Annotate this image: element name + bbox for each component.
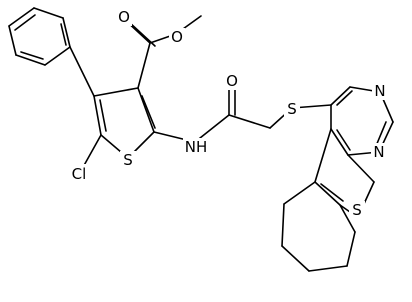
atom-s-thioether: S [284, 100, 300, 118]
atom-o-ester: O [169, 28, 185, 46]
svg-text:S: S [287, 100, 297, 118]
c-cl-bond [81, 134, 102, 170]
amide-linker [153, 85, 332, 143]
svg-text:O: O [226, 72, 238, 90]
svg-text:NH: NH [185, 138, 208, 156]
atom-n-pyrimidine-2: N [371, 143, 387, 161]
atom-n-pyrimidine-1: N [372, 82, 388, 100]
svg-text:N: N [374, 82, 385, 100]
atom-nh: NH [183, 138, 209, 156]
atom-s-thiophene: S [120, 151, 136, 169]
svg-text:Cl: Cl [72, 165, 87, 183]
atom-cl: Cl [66, 164, 92, 184]
methyl-ester [123, 15, 202, 89]
cyclohexene-ring [281, 181, 356, 272]
atom-o-ester-carbonyl: O [116, 8, 132, 26]
atom-o-amide: O [224, 72, 240, 90]
svg-text:S: S [123, 151, 133, 169]
svg-text:O: O [171, 28, 183, 46]
svg-text:O: O [118, 8, 130, 26]
svg-text:S: S [352, 201, 362, 219]
thiophene-ring [69, 46, 156, 159]
fused-thiophene-ring [314, 128, 375, 213]
svg-text:N: N [373, 143, 384, 161]
phenyl-ring [8, 7, 71, 66]
atom-s-fused: S [349, 201, 365, 219]
